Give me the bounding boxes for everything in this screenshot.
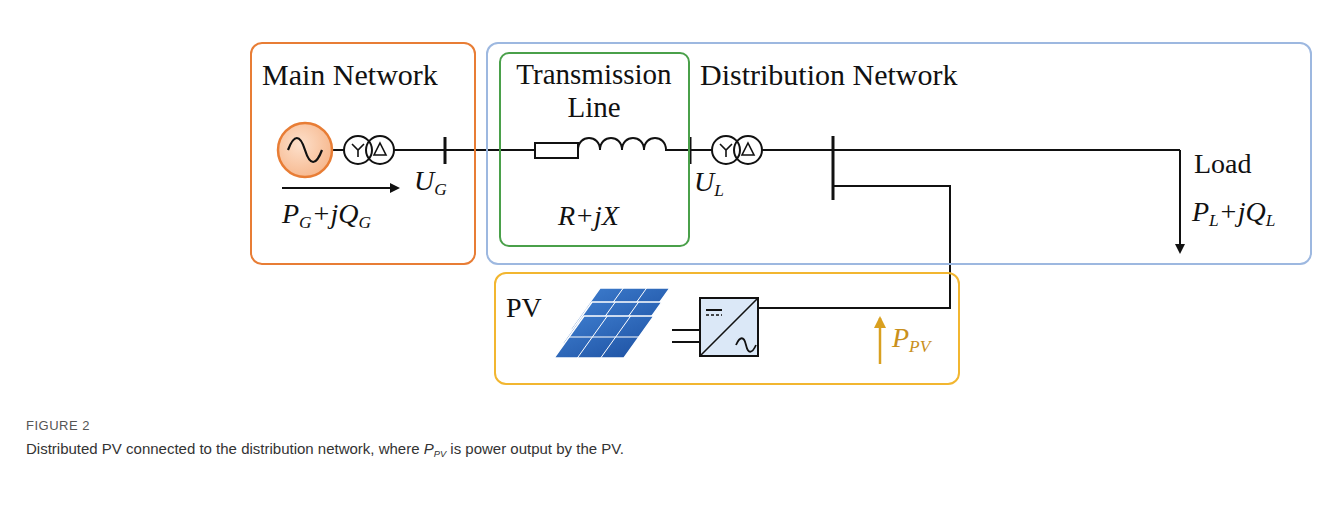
pv-panels bbox=[554, 288, 670, 358]
inductor-symbol bbox=[578, 138, 690, 150]
main-network-box: Main NetworkUG PG+jQG bbox=[250, 42, 476, 265]
power-label: PG+jQG bbox=[282, 198, 371, 230]
network-name: Main Network bbox=[262, 58, 438, 93]
power-arrow bbox=[282, 187, 398, 189]
pv-power-label: PPV bbox=[892, 322, 930, 354]
figure-number: FIGURE 2 bbox=[26, 418, 90, 433]
power-label: PL+jQL bbox=[1192, 196, 1275, 228]
voltage-label: UG bbox=[414, 165, 447, 197]
pv-power-arrow bbox=[879, 318, 882, 364]
load-arrow bbox=[1179, 150, 1181, 252]
line-name: Transmission Line bbox=[504, 58, 684, 125]
load-label: Load bbox=[1194, 148, 1252, 180]
transformer-symbol bbox=[712, 136, 762, 164]
impedance-label: R+jX bbox=[558, 200, 619, 232]
pv-box: PV PPV bbox=[494, 272, 960, 385]
distribution-network-box: Distribution NetworkUL LoadPL+jQL Transmis… bbox=[486, 42, 1312, 265]
transformer-symbol bbox=[344, 136, 394, 164]
pv-name: PV bbox=[506, 292, 542, 324]
voltage-label: UL bbox=[694, 166, 724, 198]
figure-caption: Distributed PV connected to the distribu… bbox=[26, 440, 1296, 457]
generator-symbol bbox=[278, 123, 344, 177]
pv-feeder bbox=[758, 186, 950, 308]
transmission-line-box: Transmission LineR+jX bbox=[499, 52, 690, 247]
network-name: Distribution Network bbox=[700, 58, 957, 93]
resistor-symbol bbox=[535, 143, 578, 158]
inverter-symbol bbox=[700, 298, 758, 356]
bus-bar bbox=[832, 136, 835, 200]
